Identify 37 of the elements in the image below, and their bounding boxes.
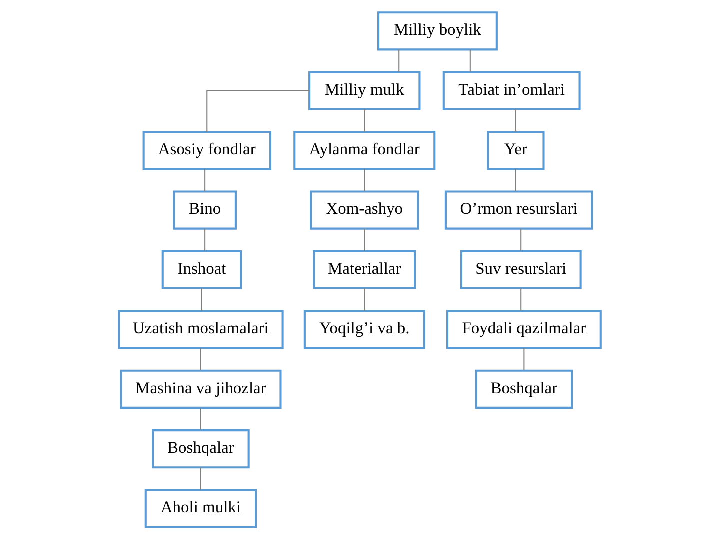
connector [200,348,202,371]
node-box: Milliy boylik [378,12,498,51]
node-box: Foydali qazilmalar [446,310,602,350]
node-box: Inshoat [162,250,242,290]
node-box: Yer [487,131,545,170]
connector [200,408,202,430]
node-box: Yoqilg’i va b. [304,310,426,350]
connector [204,169,206,192]
node-box: Boshqalar [475,370,574,409]
node-box: Milliy mulk [308,71,421,110]
node-box: Uzatish moslamalari [118,310,284,350]
node-box: O’rmon resurslari [444,190,594,230]
connector [364,109,366,132]
node-box: Mashina va jihozlar [120,370,282,409]
connector [470,50,471,72]
node-box: Suv resurslari [460,250,582,290]
connector [201,288,202,311]
connector [364,288,366,311]
connector [398,50,400,72]
connector [364,169,366,192]
connector [206,90,310,132]
node-box: Bino [173,190,237,230]
connector [364,228,366,252]
connector [515,169,516,192]
node-box: Boshqalar [152,430,250,469]
node-box: Xom-ashyo [310,190,420,230]
connector [520,228,522,252]
connector [515,109,516,132]
node-box: Tabiat in’omlari [442,71,581,110]
node-box: Aylanma fondlar [294,131,436,170]
connector [524,348,525,371]
connector [200,468,202,490]
connector [204,228,206,252]
node-box: Materiallar [313,250,416,290]
connector [520,288,522,311]
node-box: Aholi mulki [144,489,258,528]
node-box: Asosiy fondlar [142,131,272,170]
